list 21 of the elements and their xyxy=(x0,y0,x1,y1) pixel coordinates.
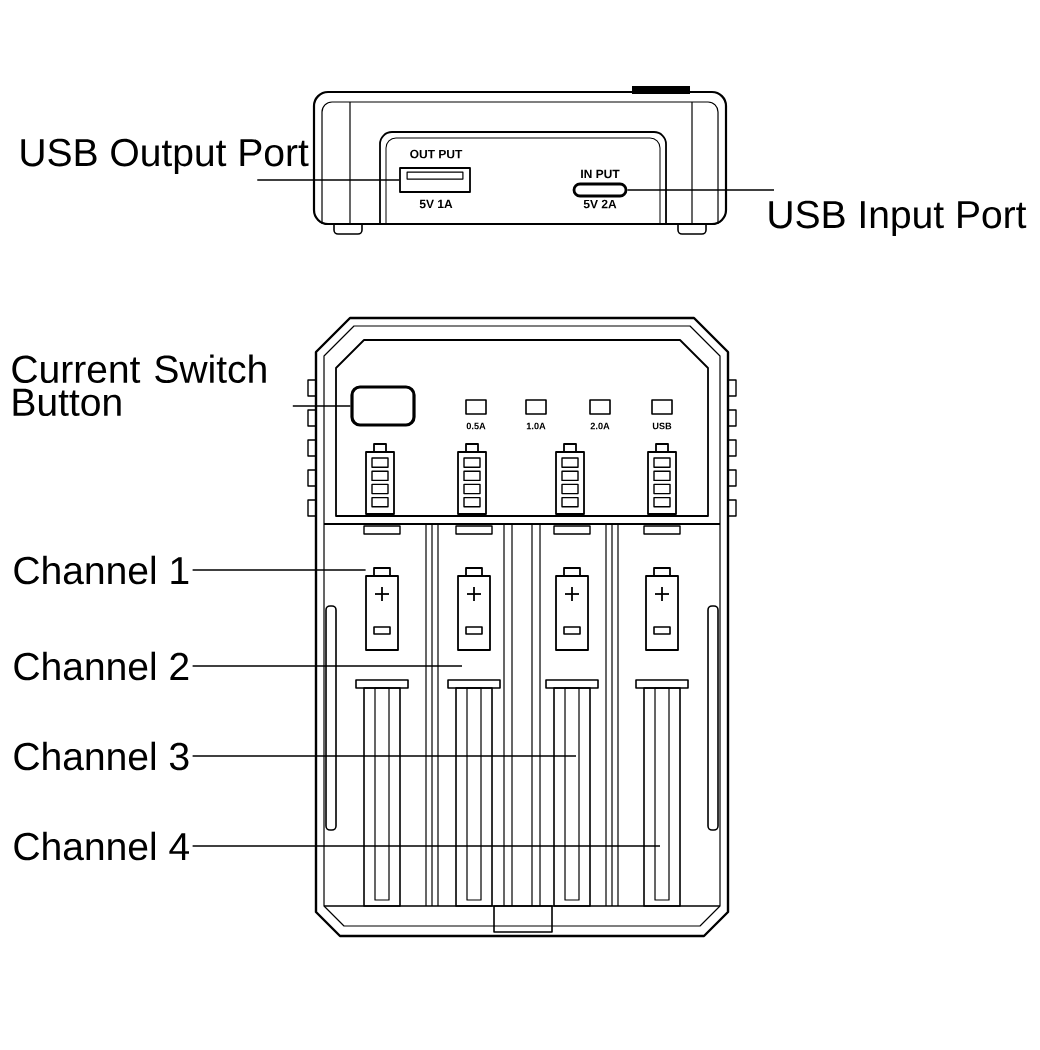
switch-button xyxy=(350,385,416,427)
callout-label: Channel 1 xyxy=(14,555,189,585)
callout-label: Channel 3 xyxy=(14,741,189,771)
battery-icon xyxy=(457,567,491,651)
usb-port xyxy=(399,167,471,193)
battery-icon xyxy=(365,567,399,651)
leader-line xyxy=(191,845,661,847)
leader-line xyxy=(191,755,577,757)
leader-line xyxy=(256,179,400,181)
battery-icon xyxy=(555,567,589,651)
callout-label: Channel 2 xyxy=(14,651,189,681)
leader-line xyxy=(626,189,775,191)
callout-label: USB Output Port xyxy=(21,138,309,175)
callout-label: USB Input Port xyxy=(769,200,1027,237)
callout-label: Channel 4 xyxy=(14,831,189,861)
callout-label: Current Switch Button xyxy=(12,354,266,417)
leader-line xyxy=(191,569,367,571)
leader-line xyxy=(292,405,352,407)
battery-icon xyxy=(645,567,679,651)
leader-line xyxy=(191,665,463,667)
usb-port xyxy=(572,182,628,198)
